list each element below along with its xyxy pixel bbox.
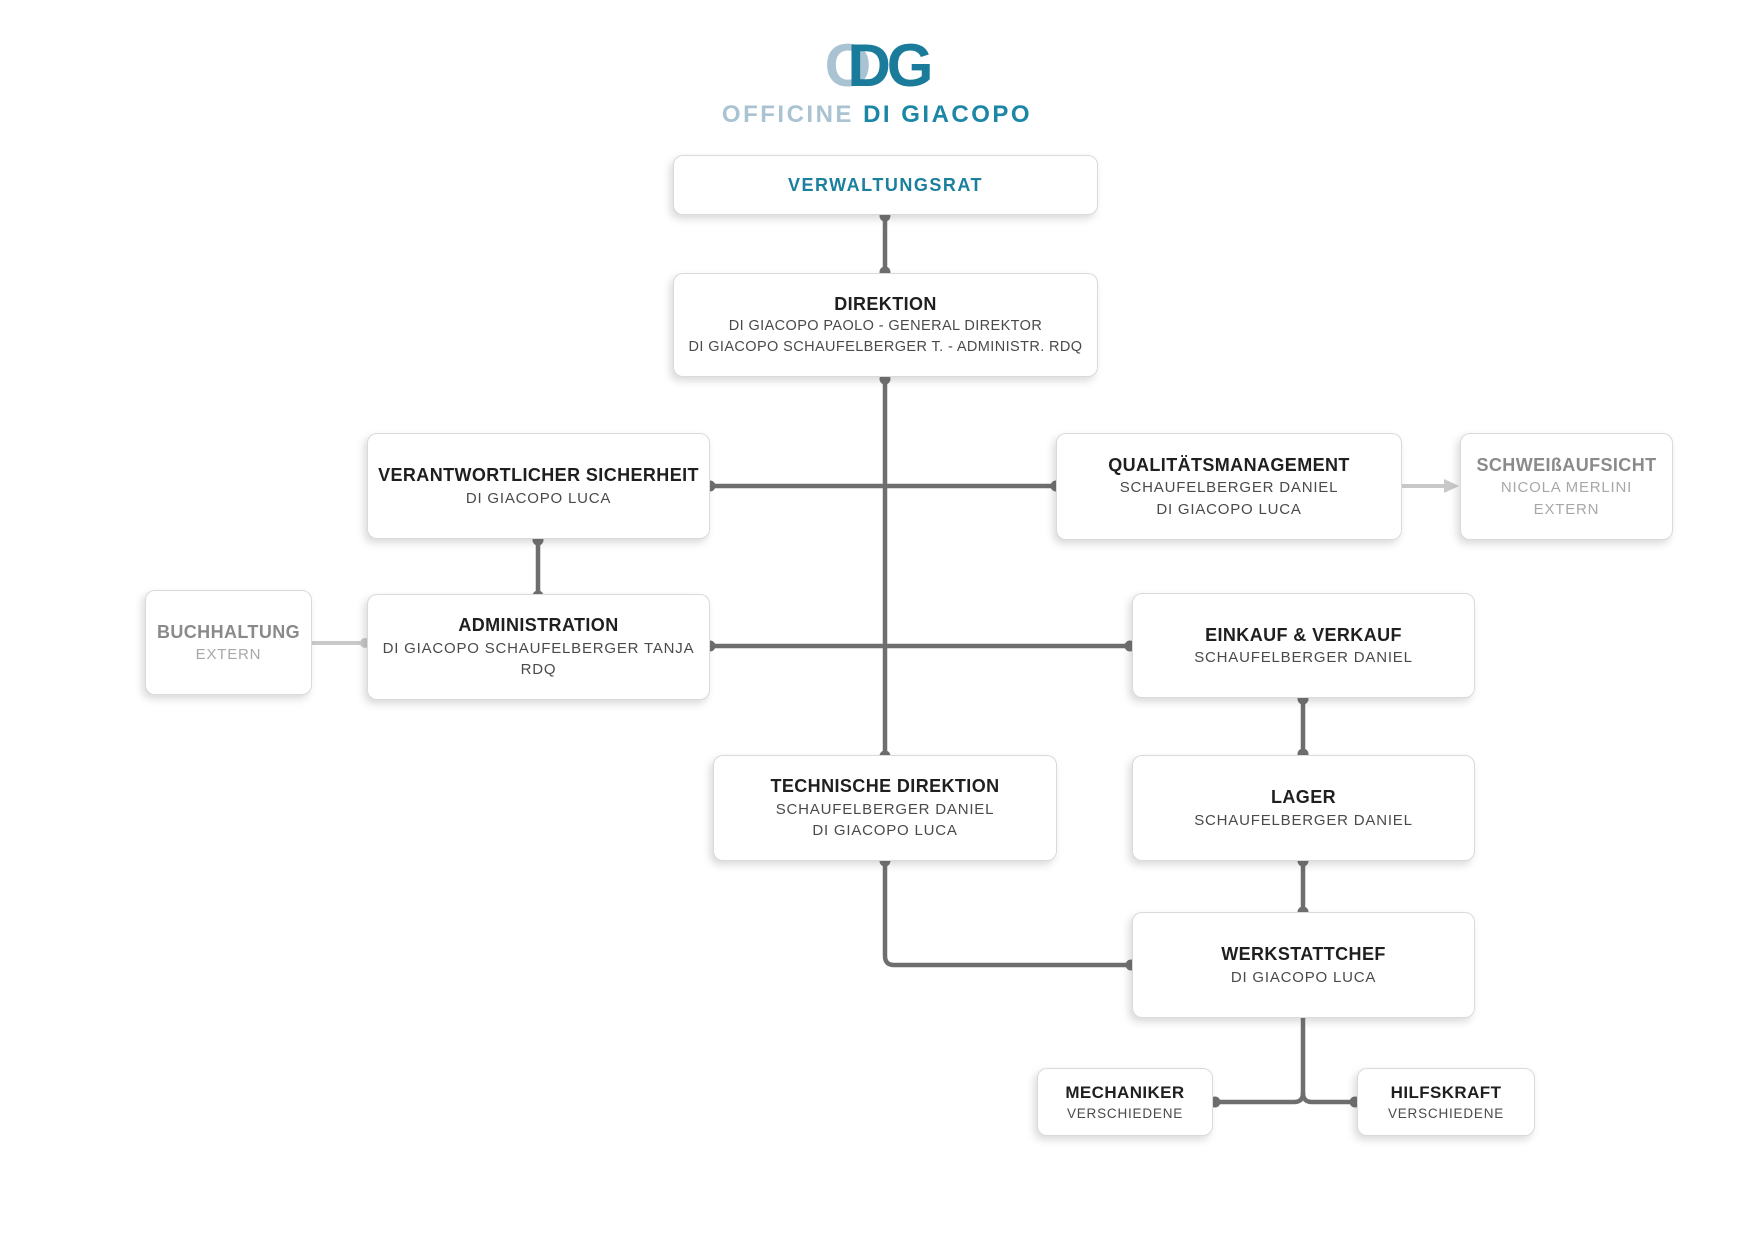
node-technische-direktion: TECHNISCHE DIREKTION SCHAUFELBERGER DANI… — [713, 755, 1057, 861]
node-schweissaufsicht: SCHWEIßAUFSICHT NICOLA MERLINI EXTERN — [1460, 433, 1673, 540]
node-subtitle: SCHAUFELBERGER DANIEL — [1119, 479, 1339, 497]
node-title: MECHANIKER — [1065, 1082, 1185, 1102]
node-title: EINKAUF & VERKAUF — [1205, 624, 1402, 645]
logo-letter-o: O — [824, 32, 872, 99]
node-title: ADMINISTRATION — [458, 615, 619, 636]
connector-werkstattchef-mechaniker — [1213, 1015, 1306, 1105]
node-subtitle: NICOLA MERLINI — [1500, 479, 1633, 497]
logo-wordmark: OFFICINE DI GIACOPO — [0, 101, 1754, 128]
node-subtitle: DI GIACOPO LUCA — [465, 489, 612, 507]
node-subtitle: DI GIACOPO LUCA — [1230, 968, 1377, 986]
node-title: TECHNISCHE DIREKTION — [770, 776, 1000, 797]
node-administration: ADMINISTRATION DI GIACOPO SCHAUFELBERGER… — [367, 594, 710, 700]
node-subtitle: SCHAUFELBERGER DANIEL — [1194, 811, 1413, 829]
node-subtitle: DI GIACOPO LUCA — [812, 822, 958, 840]
node-buchhaltung: BUCHHALTUNG EXTERN — [145, 590, 312, 695]
connector-technische-werkstattchef — [882, 858, 1133, 968]
logo-letters-dg: DG — [847, 32, 933, 99]
company-logo: ODG OFFICINE DI GIACOPO — [0, 36, 1754, 128]
node-subtitle: SCHAUFELBERGER DANIEL — [775, 800, 995, 818]
node-subtitle: EXTERN — [1533, 500, 1600, 518]
node-title: VERWALTUNGSRAT — [788, 174, 983, 195]
node-direktion: DIREKTION DI GIACOPO PAOLO - GENERAL DIR… — [673, 273, 1098, 377]
node-einkauf-verkauf: EINKAUF & VERKAUF SCHAUFELBERGER DANIEL — [1132, 593, 1475, 698]
node-qualitaetsmanagement: QUALITÄTSMANAGEMENT SCHAUFELBERGER DANIE… — [1056, 433, 1402, 540]
node-title: DIREKTION — [834, 293, 937, 314]
node-verwaltungsrat: VERWALTUNGSRAT — [673, 155, 1098, 215]
node-hilfskraft: HILFSKRAFT VERSCHIEDENE — [1357, 1068, 1535, 1136]
node-werkstattchef: WERKSTATTCHEF DI GIACOPO LUCA — [1132, 912, 1475, 1018]
node-title: HILFSKRAFT — [1390, 1082, 1502, 1102]
arrowhead-schweissaufsicht — [1444, 479, 1459, 493]
node-subtitle: EXTERN — [195, 646, 262, 663]
node-subtitle: DI GIACOPO SCHAUFELBERGER TANJA — [382, 639, 695, 657]
node-verantwortlicher-sicherheit: VERANTWORTLICHER SICHERHEIT DI GIACOPO L… — [367, 433, 710, 539]
node-subtitle: DI GIACOPO PAOLO - GENERAL DIREKTOR — [728, 318, 1043, 335]
node-title: VERANTWORTLICHER SICHERHEIT — [378, 465, 699, 485]
node-subtitle: SCHAUFELBERGER DANIEL — [1194, 649, 1413, 666]
node-subtitle: VERSCHIEDENE — [1387, 1105, 1505, 1121]
node-title: SCHWEIßAUFSICHT — [1476, 454, 1657, 475]
node-lager: LAGER SCHAUFELBERGER DANIEL — [1132, 755, 1475, 861]
node-title: LAGER — [1271, 787, 1336, 807]
node-subtitle: VERSCHIEDENE — [1066, 1105, 1184, 1121]
node-title: BUCHHALTUNG — [156, 621, 301, 642]
node-subtitle: RDQ — [520, 661, 557, 679]
node-mechaniker: MECHANIKER VERSCHIEDENE — [1037, 1068, 1213, 1136]
logo-wordmark-officine: OFFICINE — [721, 101, 854, 128]
node-title: QUALITÄTSMANAGEMENT — [1108, 454, 1350, 475]
connector-werkstattchef-hilfskraft — [1300, 1090, 1357, 1105]
node-title: WERKSTATTCHEF — [1221, 944, 1386, 964]
node-subtitle: DI GIACOPO SCHAUFELBERGER T. - ADMINISTR… — [688, 339, 1083, 356]
logo-wordmark-di-giacopo: DI GIACOPO — [863, 101, 1033, 128]
logo-monogram: ODG — [0, 36, 1754, 96]
node-subtitle: DI GIACOPO LUCA — [1156, 500, 1302, 518]
